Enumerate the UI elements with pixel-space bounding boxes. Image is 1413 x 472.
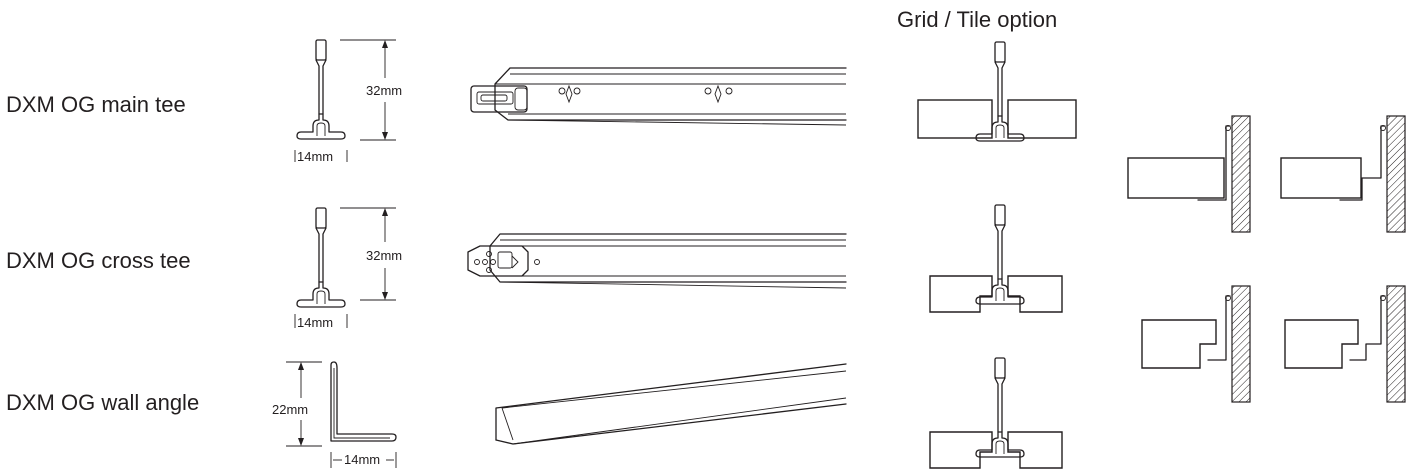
wall-angle-label: DXM OG wall angle bbox=[6, 390, 199, 415]
main-tee-perspective bbox=[470, 67, 847, 126]
main-tee-profile bbox=[294, 39, 396, 162]
grid-tile-option-heading: Grid / Tile option bbox=[897, 7, 1057, 32]
cross-tee-profile bbox=[294, 207, 396, 328]
wall-detail-square-edge bbox=[1127, 115, 1251, 233]
cross-tee-width-dim: 14mm bbox=[297, 315, 333, 330]
wall-detail-tegular-step bbox=[1141, 285, 1251, 403]
grid-tile-option-tegular bbox=[929, 204, 1063, 313]
main-tee-width-dim: 14mm bbox=[297, 149, 333, 164]
main-tee-label: DXM OG main tee bbox=[6, 92, 186, 117]
cross-tee-height-dim: 32mm bbox=[366, 248, 402, 263]
wall-angle-profile bbox=[286, 361, 397, 468]
wall-detail-tegular-deep bbox=[1284, 285, 1406, 403]
grid-tile-option-square-edge bbox=[917, 41, 1077, 142]
wall-detail-tegular bbox=[1280, 115, 1406, 233]
main-tee-height-dim: 32mm bbox=[366, 83, 402, 98]
cross-tee-label: DXM OG cross tee bbox=[6, 248, 191, 273]
wall-angle-width-dim: 14mm bbox=[344, 452, 380, 467]
grid-tile-option-deep-tegular bbox=[929, 357, 1063, 469]
cross-tee-perspective bbox=[467, 233, 847, 289]
wall-angle-perspective bbox=[495, 363, 847, 445]
wall-angle-height-dim: 22mm bbox=[272, 402, 308, 417]
